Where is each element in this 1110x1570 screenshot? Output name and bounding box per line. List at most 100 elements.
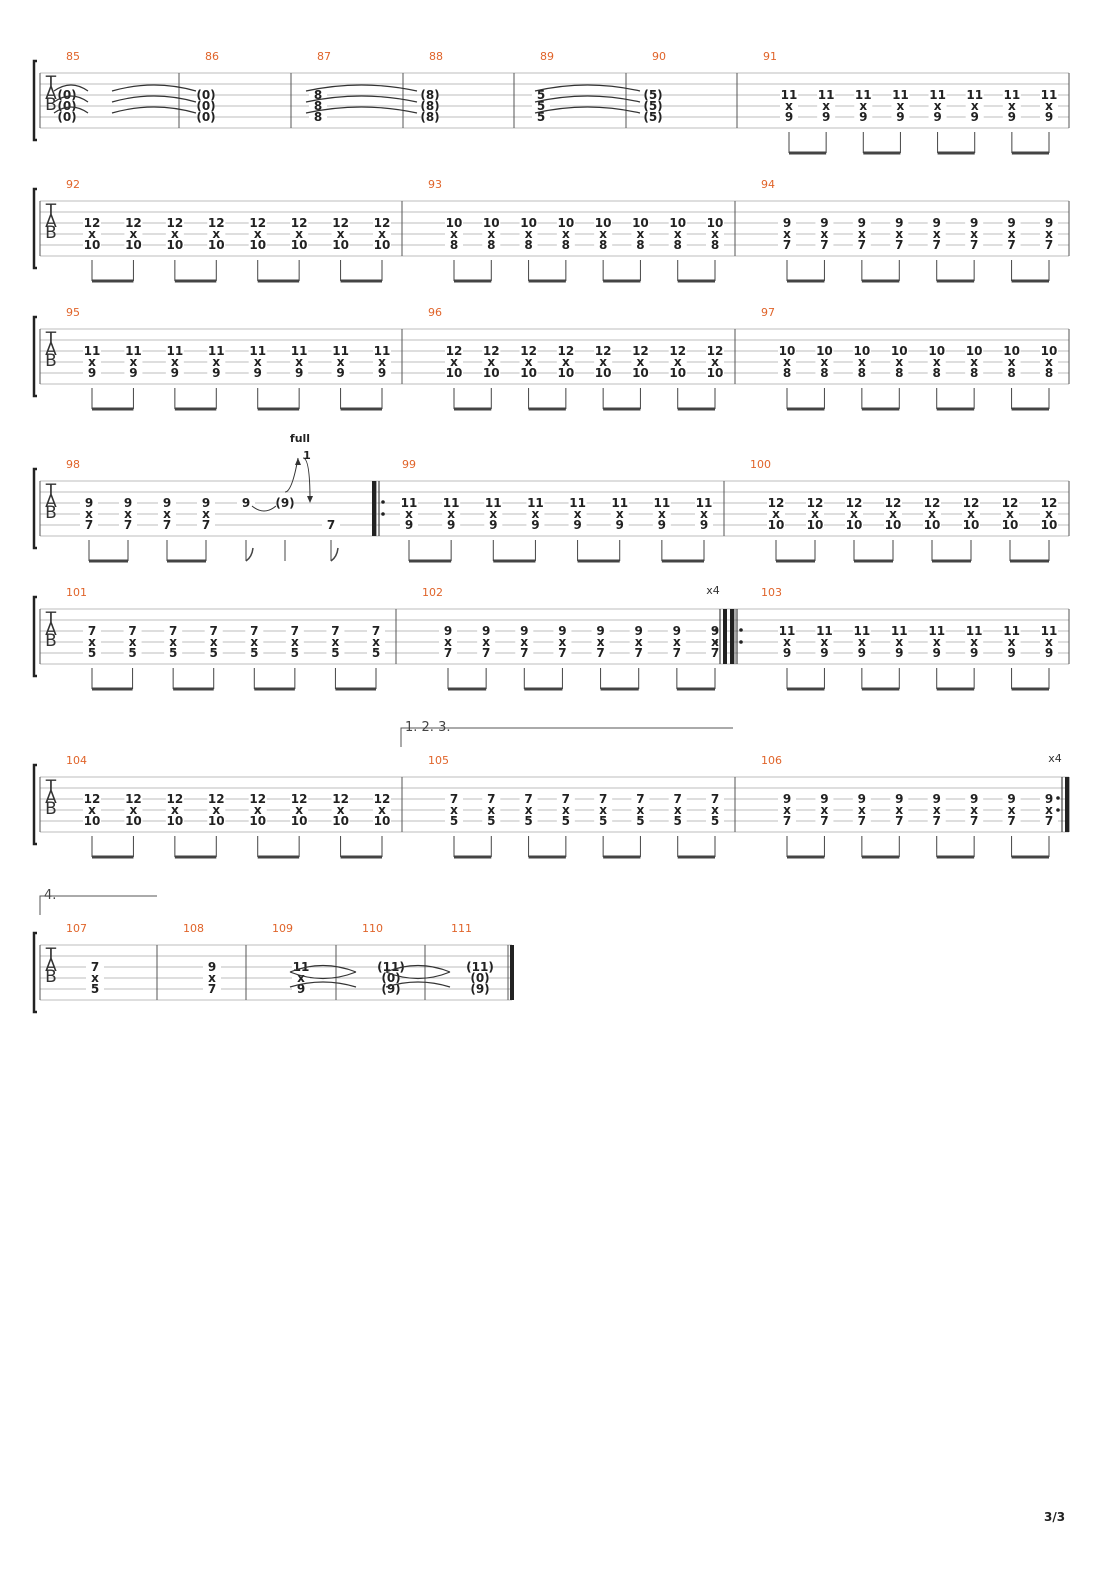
fret-number: x bbox=[405, 507, 413, 521]
fret-number: x bbox=[933, 227, 941, 241]
fret-bg bbox=[817, 89, 836, 101]
measure-number: 87 bbox=[317, 50, 331, 63]
fret-number: 11 bbox=[485, 496, 502, 510]
fret-bg bbox=[806, 508, 824, 520]
fret-bg bbox=[890, 345, 909, 357]
fret-number: x bbox=[637, 355, 645, 369]
slur-tie bbox=[251, 505, 277, 512]
fret-bg bbox=[965, 217, 984, 229]
fret-number: x bbox=[1008, 99, 1016, 113]
tie bbox=[305, 84, 418, 92]
fret-number: 9 bbox=[208, 960, 216, 974]
fret-number: 11 bbox=[891, 624, 908, 638]
fret-bg bbox=[526, 519, 545, 531]
tie bbox=[53, 84, 89, 92]
fret-bg bbox=[1002, 239, 1021, 251]
fret-number: x bbox=[562, 227, 570, 241]
fret-number: x bbox=[447, 507, 455, 521]
fret-bg bbox=[245, 647, 264, 659]
fret-bg bbox=[815, 228, 834, 240]
fret-number: x bbox=[897, 99, 905, 113]
fret-bg bbox=[292, 983, 310, 995]
fret-number: 11 bbox=[527, 496, 544, 510]
fret-bg bbox=[806, 497, 824, 509]
fret-number: 7 bbox=[858, 814, 866, 828]
fret-number: 9 bbox=[171, 366, 179, 380]
fret-bg bbox=[610, 497, 629, 509]
tie bbox=[53, 95, 89, 103]
fret-number: 11 bbox=[443, 496, 460, 510]
fret-number: 7 bbox=[1045, 814, 1053, 828]
tab-clef-letter: B bbox=[45, 631, 57, 651]
fret-number: 7 bbox=[711, 646, 719, 660]
fret-number: 9 bbox=[558, 624, 566, 638]
fret-bg bbox=[668, 217, 687, 229]
fret-number: 10 bbox=[167, 814, 184, 828]
fret-number: 9 bbox=[822, 110, 830, 124]
fret-number: 9 bbox=[1045, 792, 1053, 806]
fret-bg bbox=[124, 345, 143, 357]
fret-bg bbox=[83, 636, 101, 648]
fret-number: x bbox=[332, 635, 340, 649]
fret-bg bbox=[631, 217, 650, 229]
fret-number: 10 bbox=[332, 238, 349, 252]
fret-number: 9 bbox=[1007, 216, 1015, 230]
fret-bg bbox=[83, 625, 101, 637]
repeat-end-thick bbox=[1065, 777, 1069, 832]
fret-number: x bbox=[674, 227, 682, 241]
fret-number: 12 bbox=[846, 496, 863, 510]
fret-number: (9) bbox=[381, 982, 400, 996]
tab-clef-letter: T bbox=[45, 777, 57, 797]
fret-number: 7 bbox=[783, 238, 791, 252]
fret-number: 9 bbox=[895, 646, 903, 660]
fret-bg bbox=[203, 961, 221, 973]
fret-bg bbox=[927, 239, 946, 251]
fret-number: x bbox=[129, 635, 137, 649]
repeat-end-thick bbox=[723, 609, 727, 664]
fret-bg bbox=[965, 239, 984, 251]
tie bbox=[534, 95, 641, 103]
fret-bg bbox=[884, 497, 902, 509]
measure-number: 96 bbox=[428, 306, 442, 319]
fret-bg bbox=[965, 228, 984, 240]
fret-bg bbox=[373, 356, 391, 368]
fret-number: x bbox=[711, 227, 719, 241]
bend-arrow bbox=[295, 458, 301, 465]
fret-bg bbox=[815, 625, 834, 637]
fret-number: 9 bbox=[658, 518, 666, 532]
fret-bg bbox=[890, 815, 909, 827]
fret-number: 5 bbox=[674, 814, 682, 828]
fret-number: (0) bbox=[196, 88, 215, 102]
fret-bg bbox=[845, 497, 863, 509]
fret-bg bbox=[197, 89, 215, 101]
measure: 10012x1012x1012x1012x1012x1012x1012x1012… bbox=[750, 458, 1058, 563]
fret-number: 11 bbox=[892, 88, 909, 102]
fret-number: x bbox=[616, 507, 624, 521]
fret-number: x bbox=[337, 803, 345, 817]
fret-bg bbox=[631, 356, 650, 368]
fret-bg bbox=[568, 519, 587, 531]
fret-bg bbox=[890, 367, 909, 379]
fret-number: 11 bbox=[929, 88, 946, 102]
tie bbox=[289, 964, 357, 973]
fret-number: 8 bbox=[820, 366, 828, 380]
fret-bg bbox=[706, 345, 724, 357]
measure: 86(0)(0)(0) bbox=[196, 50, 219, 124]
fret-bg bbox=[965, 815, 984, 827]
fret-bg bbox=[1002, 356, 1021, 368]
fret-number: 7 bbox=[487, 792, 495, 806]
fret-bg bbox=[165, 345, 184, 357]
fret-bg bbox=[445, 367, 463, 379]
fret-number: 12 bbox=[924, 496, 941, 510]
fret-number: x bbox=[525, 803, 533, 817]
repeat-dot bbox=[714, 628, 718, 632]
fret-bg bbox=[80, 508, 98, 520]
fret-bg bbox=[927, 228, 946, 240]
measure-number: 101 bbox=[66, 586, 87, 599]
fret-bg bbox=[164, 636, 183, 648]
fret-bg bbox=[158, 497, 176, 509]
fret-bg bbox=[532, 89, 550, 101]
fret-bg bbox=[815, 815, 834, 827]
measure: 10412x1012x1012x1012x1012x1012x1012x1012… bbox=[66, 754, 391, 859]
